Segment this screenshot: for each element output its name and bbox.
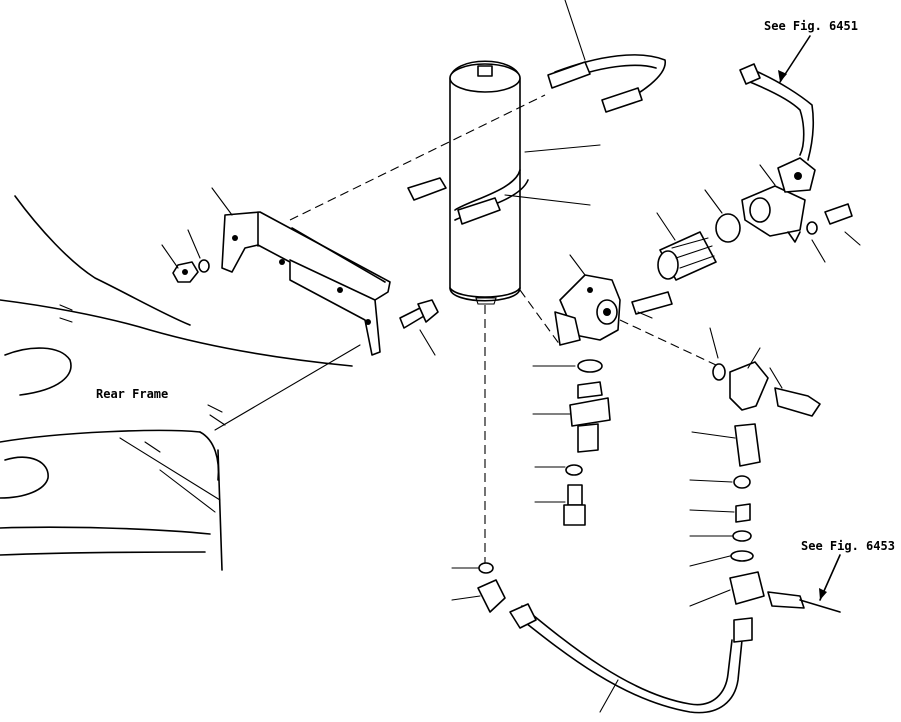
flange — [741, 185, 806, 237]
fitting-stack-left — [563, 359, 611, 526]
bracket-bolt — [399, 299, 439, 329]
mounting-bracket — [221, 211, 391, 356]
filter-element — [657, 231, 717, 281]
leader-valve — [519, 289, 561, 346]
leader-bracket-tank — [289, 94, 546, 221]
see-fig-6451-label: See Fig. 6451 — [764, 19, 858, 33]
drain-hose — [477, 562, 753, 714]
see-fig-6453-label: See Fig. 6453 — [801, 539, 895, 553]
outlet-line — [799, 599, 841, 613]
fitting-stack-right — [712, 361, 821, 609]
rear-frame-label: Rear Frame — [96, 387, 168, 401]
valve-block — [554, 274, 621, 346]
tank-strap — [407, 54, 666, 225]
nut-washer — [172, 259, 210, 283]
see-fig-6453-arrow — [819, 554, 841, 601]
see-fig-6451-arrow — [778, 35, 811, 83]
valve-bolt — [631, 291, 673, 315]
flange-bolt — [787, 203, 853, 243]
leader-elbow — [619, 319, 717, 366]
air-tank — [449, 60, 521, 305]
callout-lines — [161, 0, 861, 713]
rear-frame — [0, 195, 361, 571]
o-ring — [715, 213, 741, 243]
inlet-pipe — [739, 63, 816, 193]
